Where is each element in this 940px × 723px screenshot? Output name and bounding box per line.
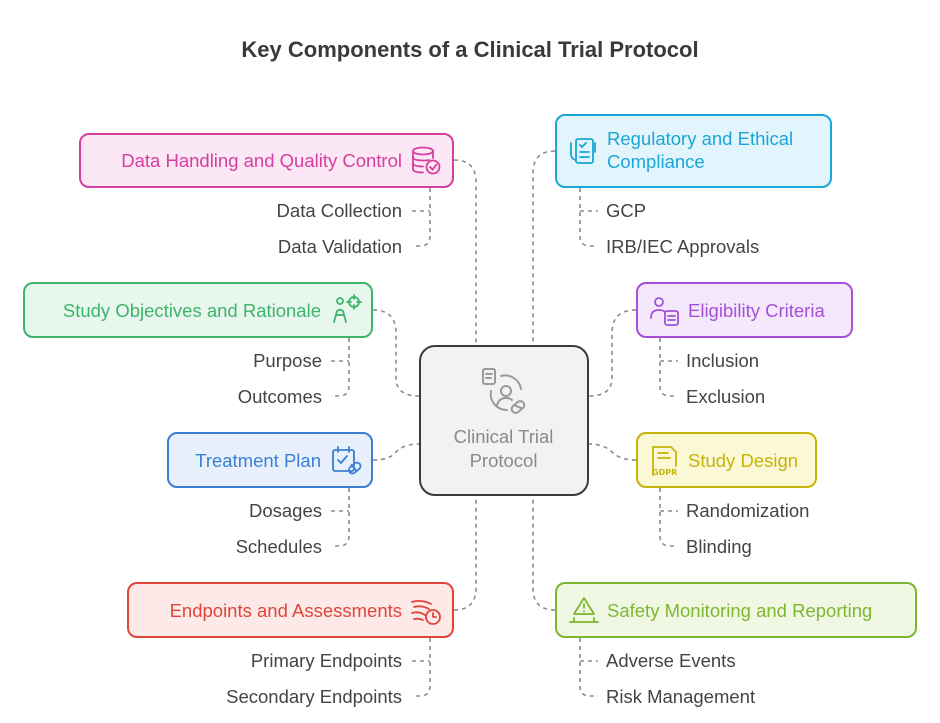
connector-safety <box>532 496 556 611</box>
study-objectives-label: Study Objectives and Rationale <box>62 299 321 321</box>
gdpr-document-icon: GDPR <box>648 444 682 478</box>
safety-node: Safety Monitoring and Reporting <box>555 582 917 638</box>
connector-treatment <box>372 443 420 461</box>
data-validation-item: Data Validation <box>277 236 402 257</box>
svg-text:GDPR: GDPR <box>652 468 677 477</box>
subline-eligibility <box>659 338 678 397</box>
endpoints-label: Endpoints and Assessments <box>169 599 402 621</box>
irb-iec-approvals-item: IRB/IEC Approvals <box>606 236 760 257</box>
treatment-plan-label: Treatment Plan <box>195 449 321 471</box>
data-handling-label: Data Handling and Quality Control <box>121 150 402 171</box>
speed-clock-icon <box>409 594 443 628</box>
connector-data-handling <box>453 159 477 345</box>
subline-regulatory <box>579 188 598 247</box>
study-design-label: Study Design <box>688 449 799 471</box>
person-target-icon <box>329 294 363 328</box>
connector-eligibility <box>588 309 637 397</box>
purpose-item: Purpose <box>253 350 322 371</box>
connector-study-objectives <box>372 309 420 397</box>
secondary-endpoints-item: Secondary Endpoints <box>226 686 402 707</box>
regulatory-node: Regulatory and Ethical Compliance <box>555 114 832 188</box>
randomization-item: Randomization <box>686 500 810 521</box>
database-check-icon <box>409 144 443 178</box>
dosages-item: Dosages <box>248 500 322 521</box>
subline-study-objectives <box>331 338 350 397</box>
outcomes-item: Outcomes <box>237 386 322 407</box>
treatment-plan-node: Treatment Plan <box>167 432 373 488</box>
eligibility-label: Eligibility Criteria <box>688 299 825 321</box>
inclusion-item: Inclusion <box>686 350 760 371</box>
connector-study-design <box>588 443 637 461</box>
exclusion-item: Exclusion <box>686 386 766 407</box>
subline-study-design <box>659 488 678 547</box>
adverse-events-item: Adverse Events <box>606 650 736 671</box>
gcp-item: GCP <box>606 200 647 221</box>
connector-regulatory <box>532 150 556 345</box>
risk-management-item: Risk Management <box>606 686 756 707</box>
document-check-hand-icon <box>567 134 601 168</box>
data-handling-node: Data Handling and Quality Control <box>79 133 454 188</box>
study-design-node: GDPR Study Design <box>636 432 817 488</box>
center-node: Clinical Trial Protocol <box>419 345 589 496</box>
safety-label: Safety Monitoring and Reporting <box>607 599 873 621</box>
subline-treatment <box>331 488 350 547</box>
person-checklist-icon <box>648 294 682 328</box>
page-title: Key Components of a Clinical Trial Proto… <box>241 37 699 62</box>
endpoints-node: Endpoints and Assessments <box>127 582 454 638</box>
subline-data-handling <box>412 188 431 247</box>
data-collection-item: Data Collection <box>276 200 402 221</box>
study-objectives-node: Study Objectives and Rationale <box>23 282 373 338</box>
document-person-pill-icon <box>482 368 526 414</box>
subline-endpoints <box>412 638 431 697</box>
regulatory-label: Regulatory and Ethical Compliance <box>607 128 794 172</box>
calendar-pill-icon <box>329 444 363 478</box>
eligibility-node: Eligibility Criteria <box>636 282 853 338</box>
center-label: Clinical Trial Protocol <box>453 426 554 471</box>
connector-endpoints <box>453 496 477 611</box>
schedules-item: Schedules <box>235 536 322 557</box>
blinding-item: Blinding <box>686 536 752 557</box>
warning-monitor-icon <box>567 594 601 628</box>
subline-safety <box>579 638 598 697</box>
primary-endpoints-item: Primary Endpoints <box>250 650 402 671</box>
